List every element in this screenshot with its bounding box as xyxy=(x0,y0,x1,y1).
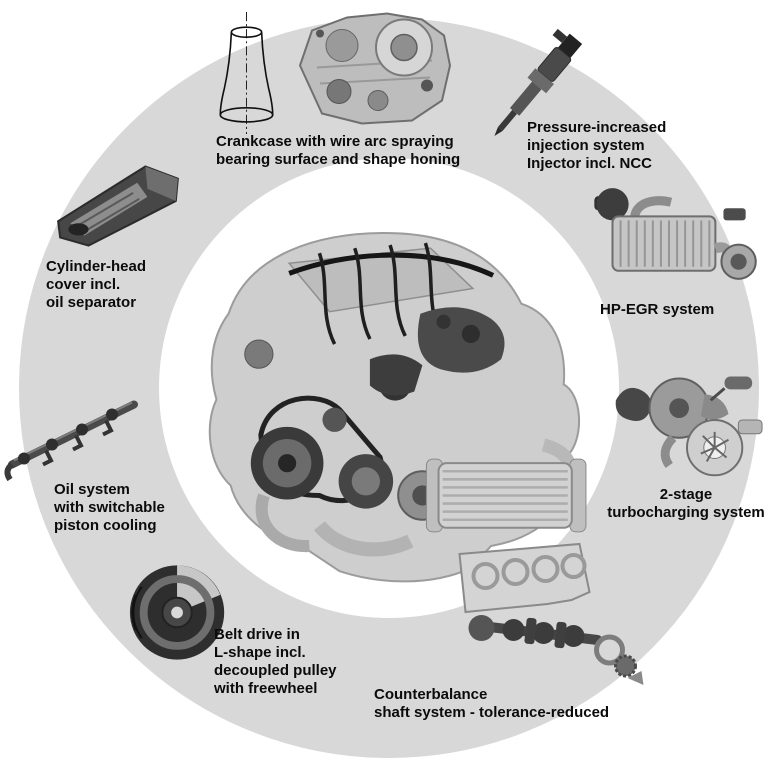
label-belt-drive: Belt drive in L-shape incl. decoupled pu… xyxy=(214,626,337,697)
cylinder-head-cover-icon xyxy=(48,148,190,260)
label-injection-system: Pressure-increased injection system Inje… xyxy=(527,119,667,172)
decoupled-pulley-icon xyxy=(126,544,234,680)
label-cylinder-head-cover: Cylinder-head cover incl. oil separator xyxy=(46,258,147,311)
turbocharger-icon xyxy=(608,348,766,488)
label-crankcase-honing: Crankcase with wire arc spraying bearing… xyxy=(216,133,461,168)
balance-shaft-block-icon xyxy=(428,538,646,688)
label-counterbalance-shaft: Counterbalance shaft system - tolerance-… xyxy=(374,686,610,721)
oil-spray-rail-icon xyxy=(2,386,142,492)
honed-cylinder-drawing-icon xyxy=(203,10,291,136)
crankcase-icon xyxy=(292,4,457,132)
engine-center-icon xyxy=(168,192,592,592)
fuel-injector-icon xyxy=(472,16,600,158)
egr-cooler-icon xyxy=(574,178,766,294)
label-oil-system: Oil system with switchable piston coolin… xyxy=(54,481,165,534)
label-turbocharging-system: 2-stage turbocharging system xyxy=(607,486,765,521)
label-hp-egr-system: HP-EGR system xyxy=(600,301,715,318)
